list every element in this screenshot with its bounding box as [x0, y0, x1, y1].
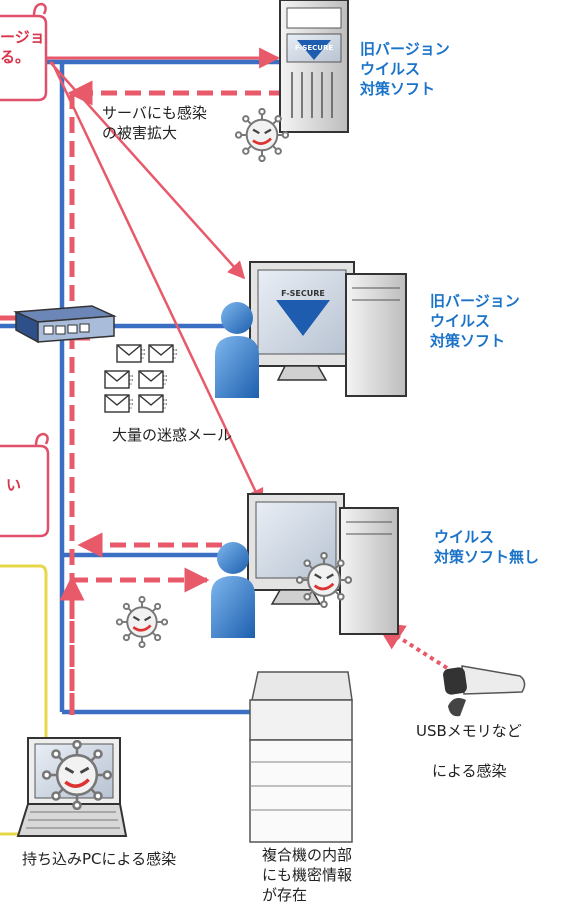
pc2-av-label: ウイルス 対策ソフト無し	[434, 528, 540, 566]
virus-icon	[296, 552, 352, 608]
pc1-screen-text: F-SECURE	[281, 289, 325, 298]
envelope-icon	[116, 344, 146, 363]
envelope-icon	[148, 344, 178, 363]
spam-label: 大量の迷惑メール	[112, 426, 233, 444]
callout-middle-text: い	[6, 476, 22, 494]
desktop-pc-icon	[247, 493, 399, 635]
callout-top-text: ージョ る。	[0, 28, 45, 66]
virus-icon	[42, 740, 112, 810]
server-av-label: 旧バージョン ウイルス 対策ソフト	[360, 40, 450, 98]
callout-top	[0, 2, 48, 102]
virus-icon	[116, 596, 168, 648]
user-icon	[215, 302, 259, 398]
virus-icon	[235, 108, 289, 162]
envelope-icon	[104, 394, 134, 413]
network-switch-icon	[13, 305, 117, 344]
printer-icon	[249, 671, 353, 843]
usb-label-2: による感染	[432, 762, 507, 780]
usb-label: USBメモリなど	[416, 722, 522, 740]
pc1-av-label: 旧バージョン ウイルス 対策ソフト	[430, 292, 520, 350]
desktop-pc-icon: F-SECURE	[249, 261, 407, 397]
envelope-icon	[104, 370, 134, 389]
callout-middle	[0, 432, 50, 538]
server-icon: F-SECURE	[279, 0, 349, 133]
laptop-label: 持ち込みPCによる感染	[22, 850, 177, 868]
usb-stick-icon	[443, 665, 526, 717]
envelope-icon	[138, 370, 168, 389]
mfp-label: 複合機の内部 にも機密情報 が存在	[262, 846, 353, 904]
user-icon	[211, 542, 255, 638]
spam-envelopes	[104, 344, 178, 413]
server-infection-label: サーバにも感染 の被害拡大	[102, 104, 207, 142]
envelope-icon	[138, 394, 168, 413]
server-screen-text: F-SECURE	[295, 44, 334, 52]
